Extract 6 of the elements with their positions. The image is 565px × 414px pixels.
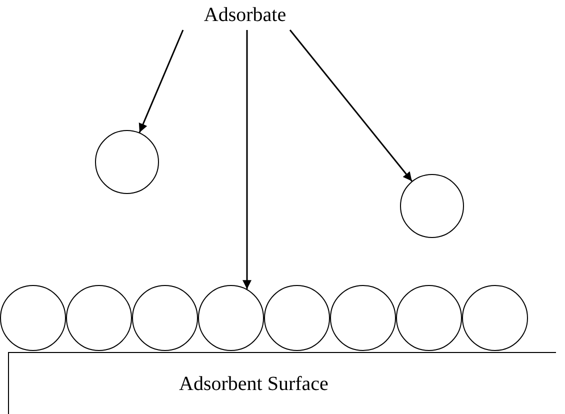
adsorbate-label: Adsorbate bbox=[190, 4, 300, 27]
arrow bbox=[289, 30, 412, 182]
arrow bbox=[138, 30, 184, 133]
arrow bbox=[242, 30, 252, 290]
adsorbent-surface bbox=[8, 352, 556, 414]
surface-label: Adsorbent Surface bbox=[179, 373, 328, 396]
